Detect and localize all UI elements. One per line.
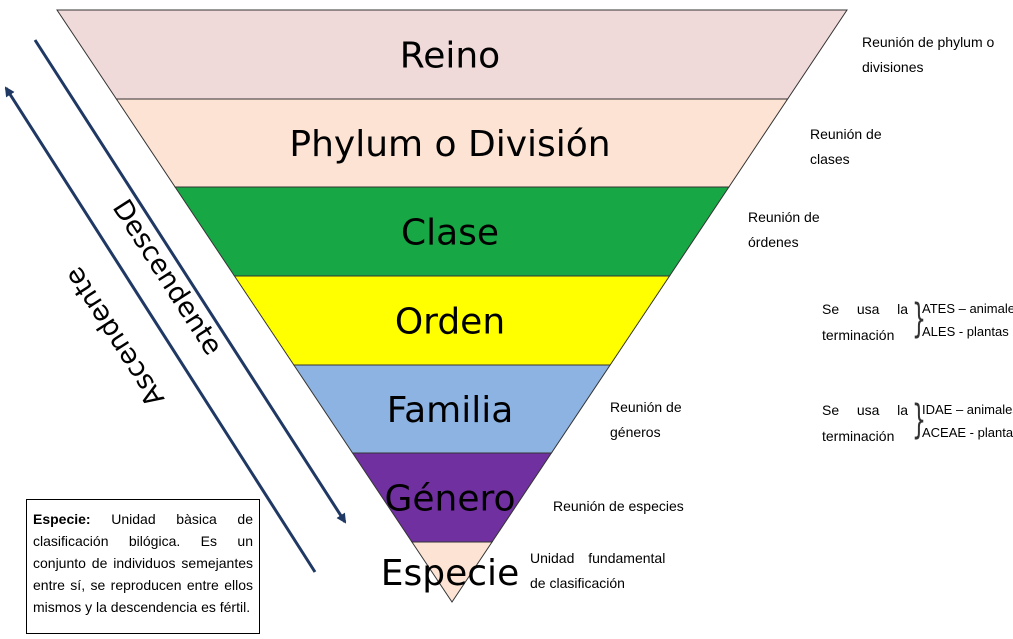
species-term: Especie: [33, 511, 91, 527]
descending-arrow [33, 39, 347, 524]
note-clase: Reunión de órdenes [748, 209, 820, 250]
label-reino: Reino [400, 36, 500, 77]
note-familia: Reunión de géneros [610, 399, 682, 440]
label-clase: Clase [401, 213, 499, 254]
brace-icon: } [912, 397, 926, 443]
note-genero: Reunión de especies [553, 498, 684, 514]
termination-familia-lead: Se usa la [822, 402, 908, 418]
label-especie: Especie [381, 553, 519, 594]
label-familia: Familia [387, 390, 514, 431]
species-definition: Unidad bàsica de clasificación bilógica.… [33, 511, 254, 615]
species-definition-box: Especie: Unidad bàsica de clasificación … [26, 499, 260, 634]
note-phylum: Reunión de clases [810, 126, 882, 167]
brace-icon: } [912, 296, 926, 342]
termination-orden-lead: Se usa la [822, 301, 908, 317]
ascending-arrow [4, 86, 317, 573]
label-orden: Orden [395, 302, 505, 343]
pyramid-bands [56, 9, 848, 603]
band-especie [411, 541, 493, 603]
note-especie: Unidad fundamental de clasificación [530, 550, 666, 591]
label-genero: Género [384, 479, 515, 520]
label-phylum-o-division: Phylum o División [289, 124, 610, 165]
note-reino: Reunión de phylum o divisiones [862, 34, 995, 75]
